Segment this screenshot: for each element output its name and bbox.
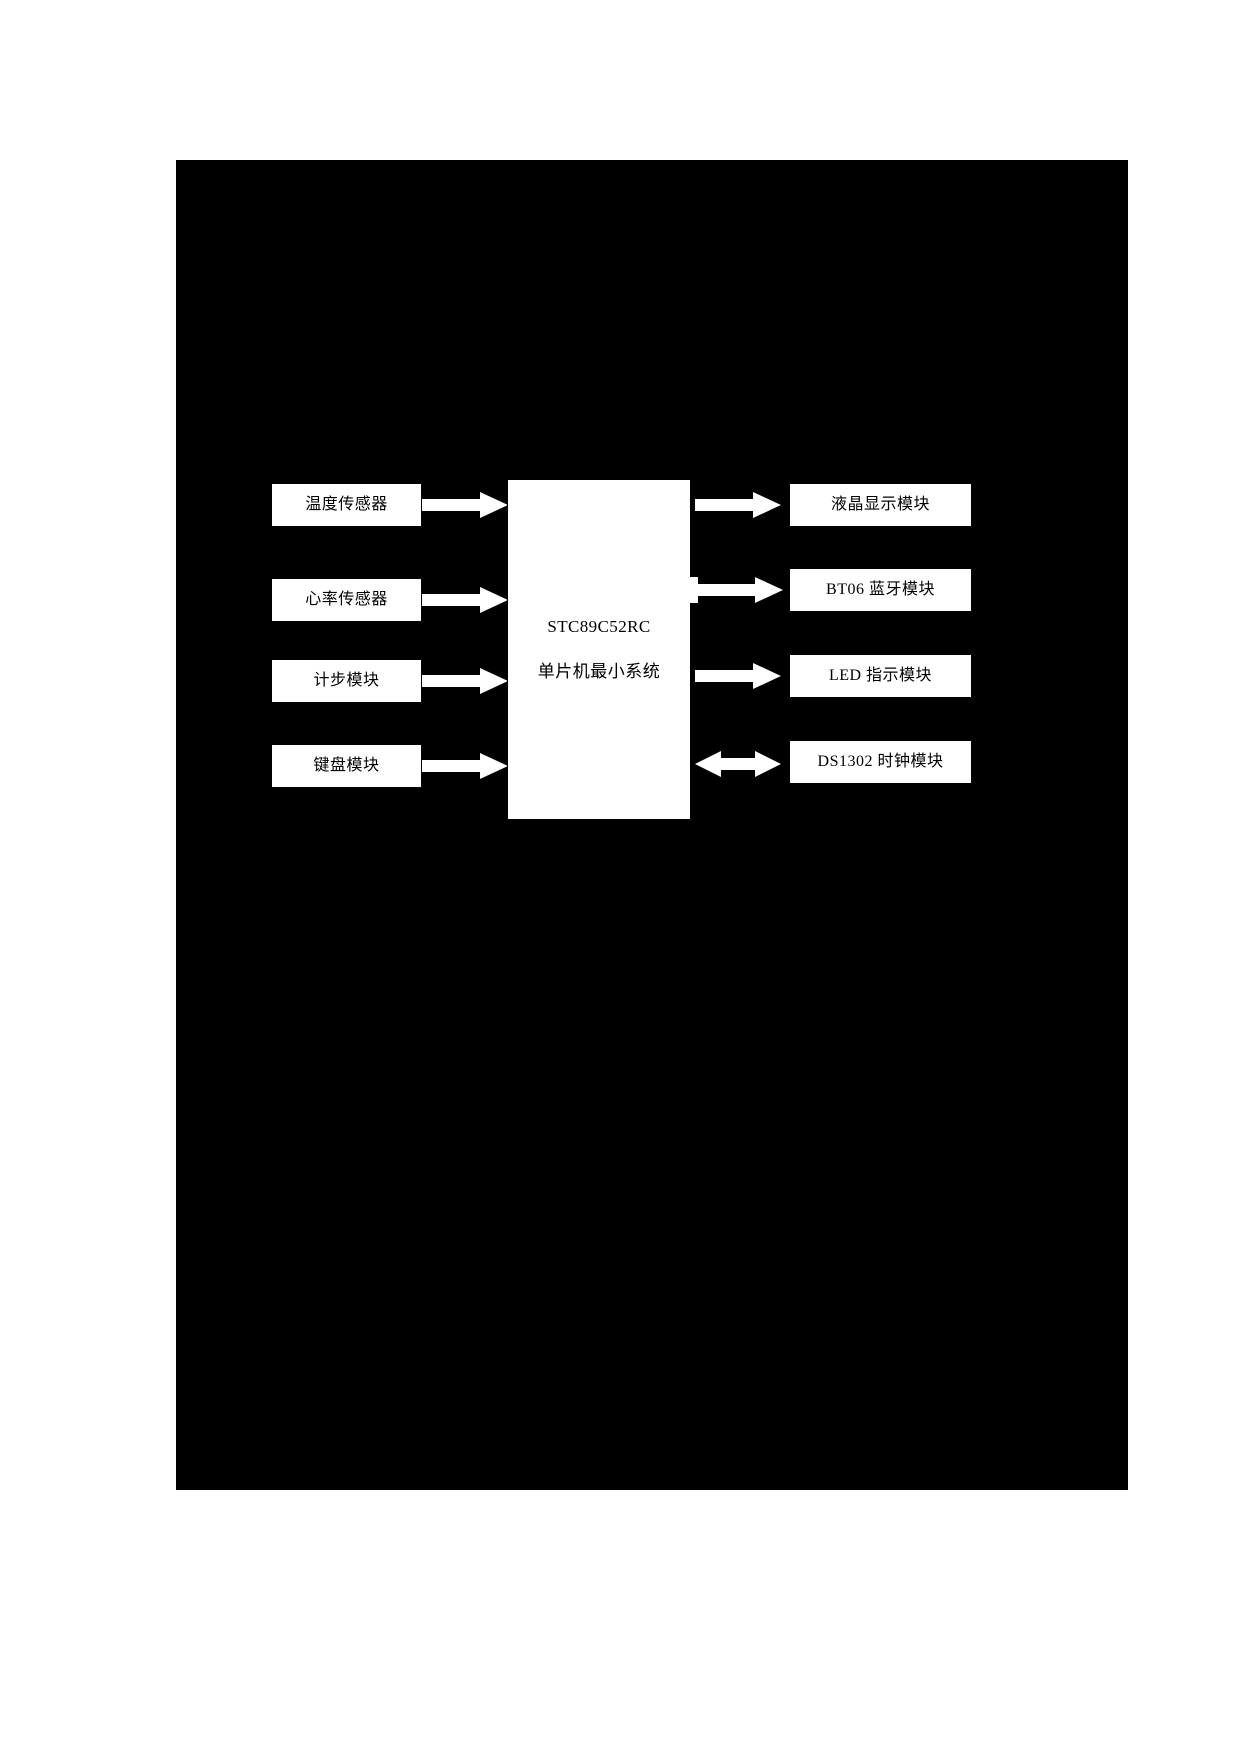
output-node-bt06-bluetooth-module[interactable]: BT06 蓝牙模块 — [789, 568, 972, 612]
arrow-temperature-to-mcu — [422, 492, 508, 518]
output-node-label: LED 指示模块 — [828, 667, 933, 685]
input-node-temperature-sensor[interactable]: 温度传感器 — [271, 483, 422, 527]
arrow-mcu-to-led — [695, 663, 781, 689]
input-node-label: 温度传感器 — [305, 496, 388, 514]
diagram-backdrop: 温度传感器 心率传感器 计步模块 键盘模块 — [176, 160, 1128, 1490]
arrow-pedometer-to-mcu — [422, 668, 508, 694]
arrow-mcu-to-lcd — [695, 492, 781, 518]
block-diagram: 温度传感器 心率传感器 计步模块 键盘模块 — [176, 160, 1128, 1490]
mcu-subtitle: 单片机最小系统 — [537, 662, 661, 681]
mcu-node-stc89c52rc[interactable]: STC89C52RC 单片机最小系统 — [507, 479, 691, 820]
arrow-mcu-to-bluetooth — [688, 577, 783, 603]
input-node-label: 键盘模块 — [313, 757, 380, 775]
input-node-label: 心率传感器 — [305, 591, 388, 609]
arrow-mcu-to-rtc-bidirectional — [695, 749, 781, 779]
output-node-ds1302-clock-module[interactable]: DS1302 时钟模块 — [789, 740, 972, 784]
output-node-label: 液晶显示模块 — [830, 496, 930, 514]
output-node-lcd-display-module[interactable]: 液晶显示模块 — [789, 483, 972, 527]
output-node-led-indicator-module[interactable]: LED 指示模块 — [789, 654, 972, 698]
input-node-heart-rate-sensor[interactable]: 心率传感器 — [271, 578, 422, 622]
input-node-pedometer-module[interactable]: 计步模块 — [271, 659, 422, 703]
output-node-label: DS1302 时钟模块 — [817, 753, 944, 771]
arrow-heart-rate-to-mcu — [422, 587, 508, 613]
output-node-label: BT06 蓝牙模块 — [826, 581, 935, 599]
input-node-keypad-module[interactable]: 键盘模块 — [271, 744, 422, 788]
mcu-chip-name: STC89C52RC — [547, 617, 651, 636]
input-node-label: 计步模块 — [313, 672, 380, 690]
arrow-keypad-to-mcu — [422, 753, 508, 779]
